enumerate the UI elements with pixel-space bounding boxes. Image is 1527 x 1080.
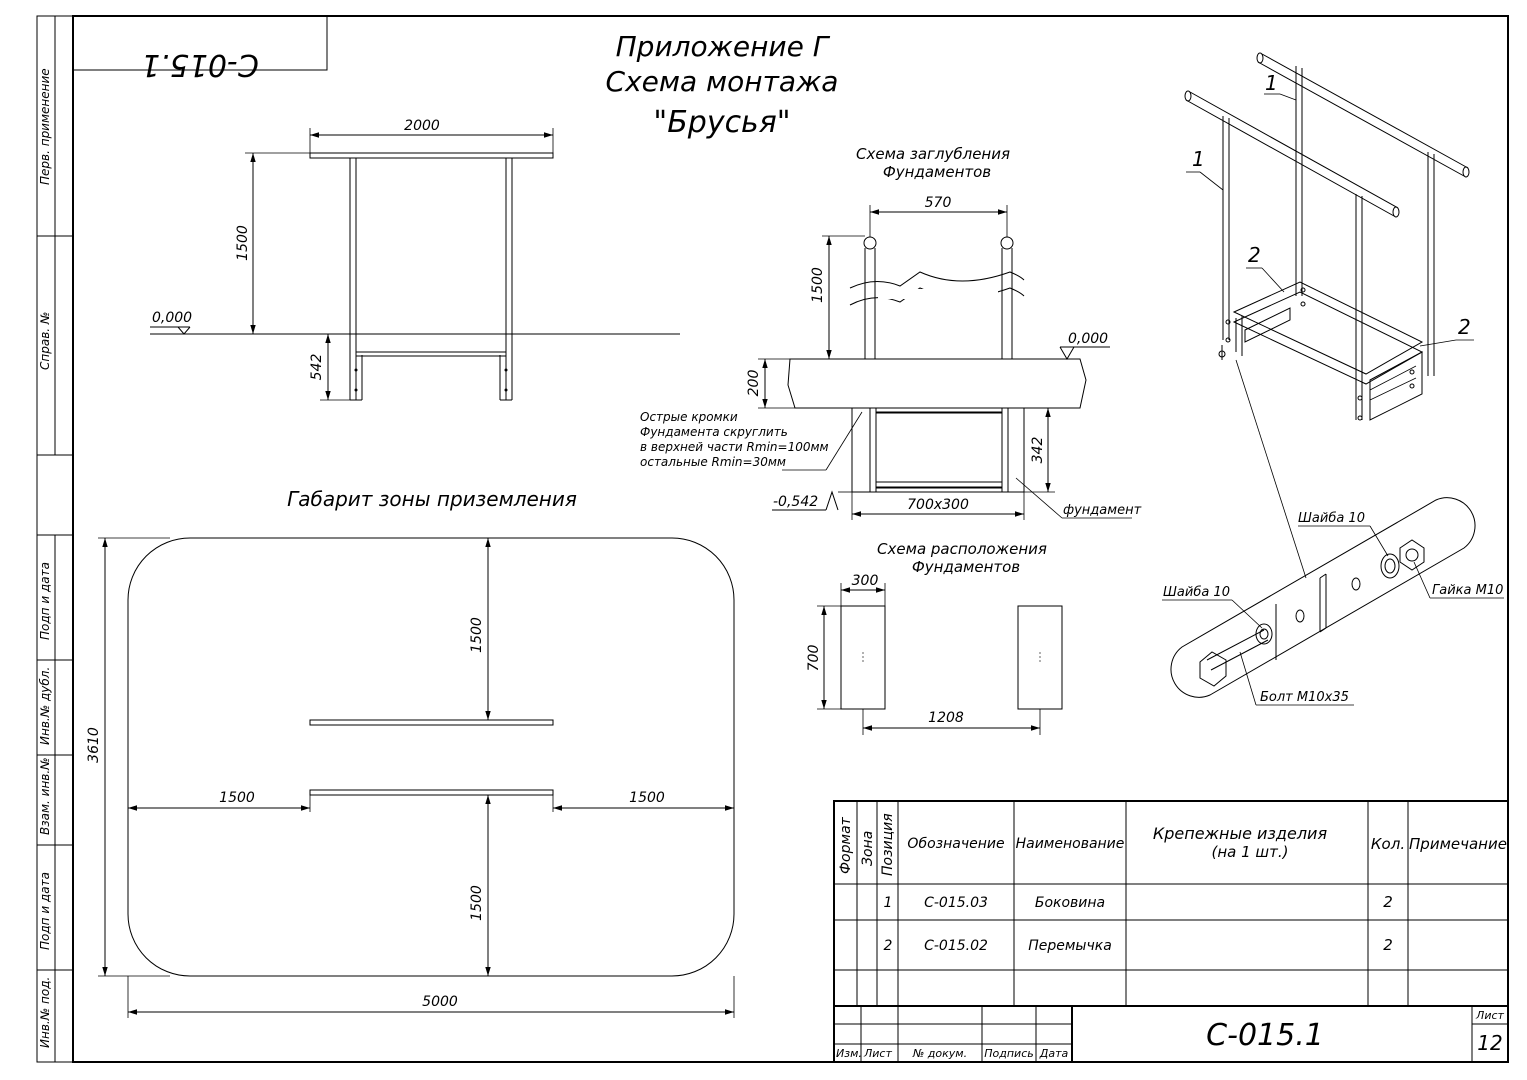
fd-title-1: Схема заглубления [856,145,1010,163]
th-fasteners-1: Крепежные изделия [1153,824,1328,843]
doc-code-mirrored: С-015.1 [141,47,259,82]
tb-podpis: Подпись [984,1047,1033,1060]
title-line-3: "Брусья" [653,105,790,140]
detail-bolt: Болт М10х35 [1260,690,1349,705]
lz-total-height: 3610 [86,727,102,763]
tb-izm: Изм. [836,1047,862,1060]
foundation-depth-scheme: Схема заглубления Фундаментов 570 1500 [640,145,1142,520]
fd-level-bottom: -0,542 [773,494,818,510]
elevation-view: 0,000 2000 1500 542 [150,118,680,401]
th-qty: Кол. [1371,835,1405,853]
th-format: Формат [838,816,854,874]
tb-code: С-015.1 [1206,1018,1324,1053]
lz-bottom: 1500 [469,885,485,921]
th-position: Позиция [880,813,896,876]
fl-width: 300 [852,573,879,589]
fd-note-4: остальные Rmin=30мм [640,455,786,469]
stamp-perv-primenenie: Перв. применение [38,68,52,185]
th-note: Примечание [1409,835,1507,853]
iso-callout-2b: 2 [1458,315,1471,339]
elevation-level: 0,000 [152,310,192,326]
fd-note-2: Фундамента скруглить [640,425,788,439]
fd-spacing: 570 [925,195,952,211]
row-1-name: Боковина [1035,895,1105,911]
title-line-2: Схема монтажа [606,65,839,98]
sheet-frame [36,15,1509,1063]
row-1-qty: 2 [1383,893,1393,911]
fl-title-1: Схема расположения [877,540,1047,558]
fd-layer: 200 [746,370,762,397]
fd-foundation-label: фундамент [1063,503,1142,518]
row-2-designation: С-015.02 [924,938,988,954]
row-2-qty: 2 [1383,936,1393,954]
stamp-sprav-no: Справ. № [38,312,52,370]
row-2-name: Перемычка [1028,938,1112,954]
fd-level-top: 0,000 [1068,331,1108,347]
tb-doc-no: № докум. [912,1047,967,1060]
detail-nut: Гайка М10 [1432,583,1503,598]
tb-list: Лист [863,1047,892,1060]
detail-washer-top: Шайба 10 [1298,511,1365,526]
th-fasteners-2: (на 1 шт.) [1211,843,1288,861]
iso-view: 1 1 2 2 [1184,52,1474,579]
th-name: Наименование [1016,836,1125,852]
fl-spacing: 1208 [928,710,964,726]
tb-data: Дата [1039,1047,1069,1060]
lz-side-left: 1500 [219,790,255,806]
row-1-designation: С-015.03 [924,895,988,911]
detail-washer-left: Шайба 10 [1163,585,1230,600]
elevation-depth: 542 [309,354,325,381]
stamp-podp-data-1: Подп и дата [38,562,52,640]
elevation-width: 2000 [404,118,440,134]
fd-note-1: Острые кромки [640,410,738,424]
title-block-main: Приложение Г Схема монтажа "Брусья" [606,30,839,140]
doc-code-box: С-015.1 [73,16,328,82]
fd-note-3: в верхней части Rmin=100мм [640,440,829,454]
lz-total-width: 5000 [422,994,458,1010]
stamp-podp-data-2: Подп и дата [38,872,52,950]
stamp-inv-dubl: Инв.№ дубл. [38,667,52,745]
iso-callout-1a: 1 [1265,71,1278,95]
title-line-1: Приложение Г [616,30,831,63]
lz-top: 1500 [469,617,485,653]
bolt-detail: Шайба 10 Шайба 10 Гайка М10 Болт М10х35 [1162,497,1504,706]
tb-sheet-label: Лист [1475,1009,1504,1022]
landing-zone: Габарит зоны приземления 5000 3610 1500 … [86,487,735,1018]
fd-height: 1500 [810,267,826,303]
side-stamp: Перв. применение Справ. № Подп и дата Ин… [38,68,52,1048]
fd-title-2: Фундаментов [883,163,991,181]
iso-callout-1b: 1 [1192,147,1205,171]
lz-title: Габарит зоны приземления [287,487,577,511]
table-row: 2 С-015.02 Перемычка 2 [884,936,1393,954]
row-2-pos: 2 [884,938,893,954]
stamp-vzam-inv: Взам. инв.№ [38,757,52,835]
title-block: Изм. Лист № докум. Подпись Дата С-015.1 … [833,1005,1509,1063]
th-zone: Зона [860,831,876,866]
fl-length: 700 [806,645,822,672]
lz-side-right: 1500 [629,790,665,806]
th-designation: Обозначение [907,836,1004,852]
row-1-pos: 1 [884,895,893,911]
table-row: 1 С-015.03 Боковина 2 [884,893,1393,911]
elevation-height: 1500 [235,225,251,261]
fl-title-2: Фундаментов [912,558,1020,576]
iso-callout-2a: 2 [1248,243,1261,267]
fd-depth: 342 [1030,437,1046,464]
foundation-layout-scheme: Схема расположения Фундаментов 300 700 1… [806,540,1063,735]
fd-size: 700х300 [907,497,969,513]
tb-sheet-no: 12 [1477,1031,1502,1055]
stamp-inv-pod: Инв.№ под. [38,977,52,1048]
spec-table: Формат Зона Позиция Обозначение Наименов… [833,800,1509,1007]
